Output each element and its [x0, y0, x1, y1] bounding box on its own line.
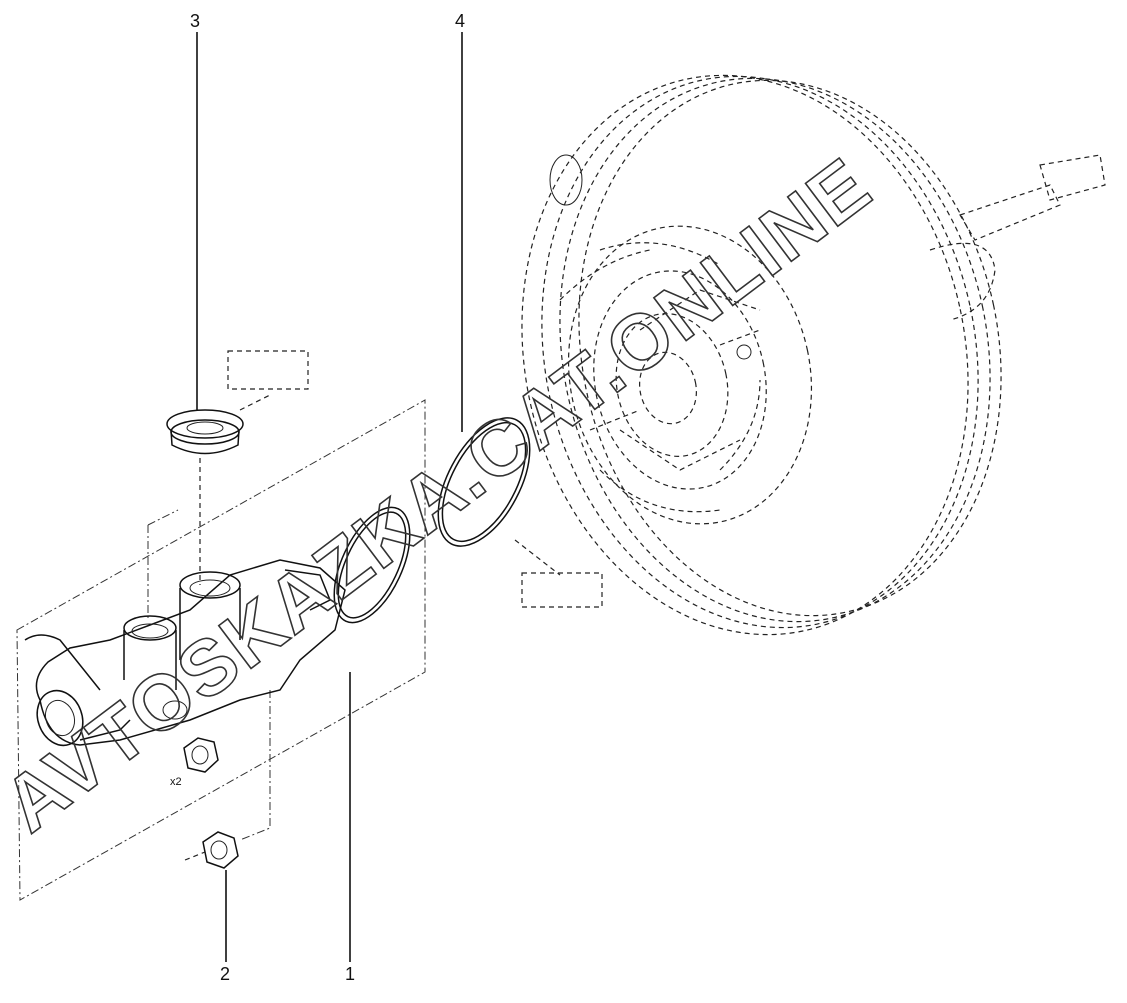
callout-4: 4	[455, 11, 466, 31]
nut-part-2	[202, 831, 239, 869]
phantom-box-top	[227, 350, 309, 390]
phantom-box-right	[521, 572, 603, 608]
brake-booster-outline	[521, 74, 1106, 636]
callout-2: 2	[220, 964, 231, 984]
nut-small	[183, 737, 219, 773]
callout-3: 3	[190, 11, 201, 31]
quantity-label: x2	[170, 776, 182, 788]
callout-1: 1	[345, 964, 356, 984]
seal-ring-small	[333, 506, 411, 624]
reservoir-grommet	[166, 409, 244, 455]
assembly-kit-outline	[16, 399, 426, 901]
seal-ring-large	[437, 417, 531, 547]
master-cylinder	[24, 559, 346, 747]
